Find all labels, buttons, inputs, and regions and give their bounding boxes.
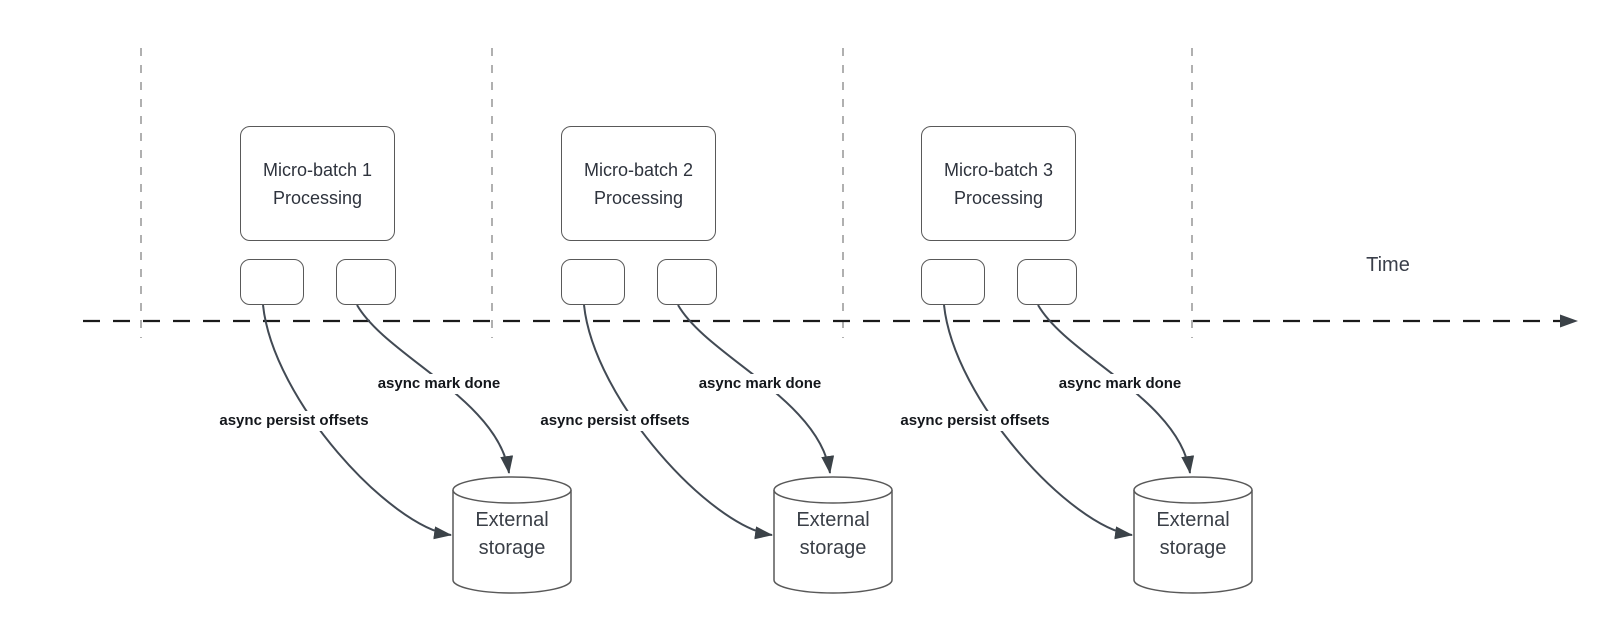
persist-offsets-arrow xyxy=(943,304,1133,540)
batch-2-strokes xyxy=(583,304,893,594)
storage-cylinder-top xyxy=(452,476,572,504)
persist-offsets-arrow xyxy=(583,304,773,540)
mark-done-arrow xyxy=(677,304,835,474)
storage-cylinder-body xyxy=(1133,490,1253,594)
timeline-axis-label: Time xyxy=(1366,254,1410,276)
batch-1-strokes xyxy=(262,304,572,594)
storage-cylinder-top xyxy=(1133,476,1253,504)
mark-done-arrow xyxy=(1037,304,1195,474)
storage-cylinder-body xyxy=(773,490,893,594)
batch-3-strokes xyxy=(943,304,1253,594)
storage-cylinder-top xyxy=(773,476,893,504)
mark-done-arrow xyxy=(356,304,514,474)
storage-cylinder-body xyxy=(452,490,572,594)
persist-offsets-arrow xyxy=(262,304,452,540)
